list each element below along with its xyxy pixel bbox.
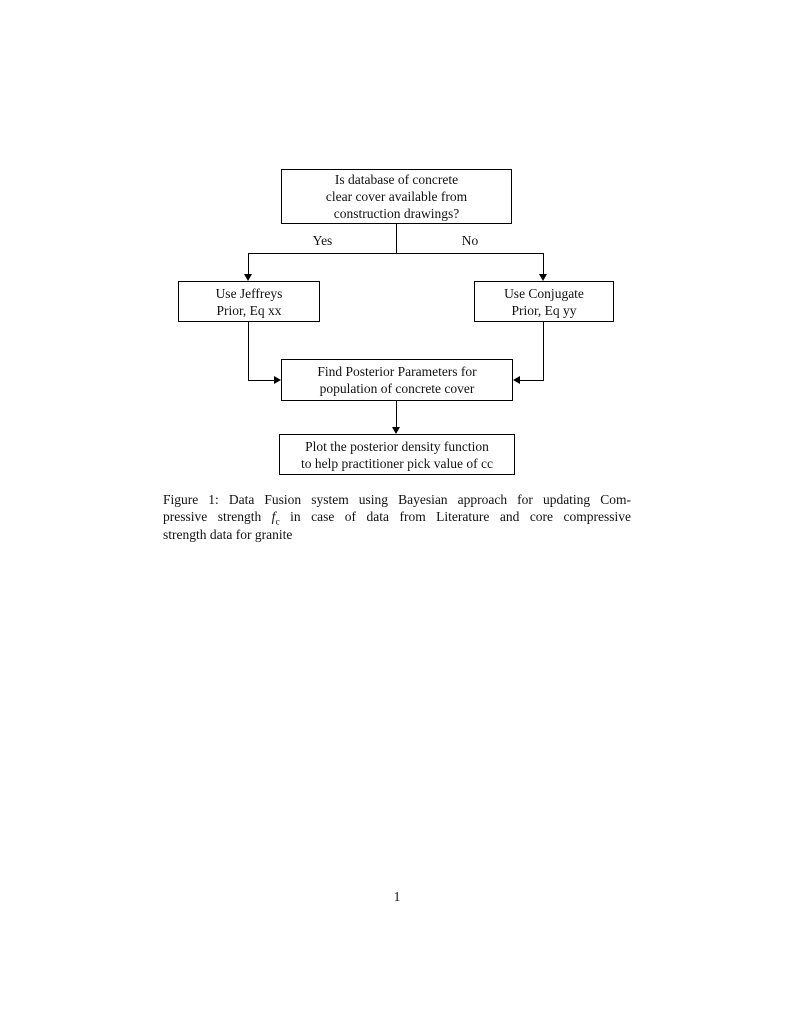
caption-line-2-post: in case of data from Literature and core… — [279, 509, 631, 525]
node-line: Use Conjugate — [504, 285, 584, 301]
math-fc: f — [271, 509, 276, 525]
node-line: construction drawings? — [333, 206, 460, 221]
node-posterior-parameters: Find Posterior Parameters for population… — [281, 359, 513, 401]
connector-jeffreys-down — [248, 322, 249, 381]
node-line: Plot the posterior density function — [305, 438, 489, 454]
connector-posterior-down — [396, 401, 397, 428]
node-line: Is database of concrete — [334, 172, 459, 187]
branch-label-no: No — [461, 233, 479, 248]
figure-caption: Figure 1: Data Fusion system using Bayes… — [163, 491, 631, 543]
down-arrowhead-icon — [539, 274, 547, 281]
node-decision: Is database of concrete clear cover avai… — [281, 169, 512, 224]
node-line: Prior, Eq xx — [216, 302, 282, 318]
connector-decision-stem — [396, 224, 397, 253]
caption-line-2-pre: pressive strength — [163, 509, 272, 525]
math-fc-subscript: c — [275, 518, 280, 529]
node-conjugate-prior: Use Conjugate Prior, Eq yy — [474, 281, 614, 322]
caption-line-2: pressive strength fc in case of data fro… — [163, 508, 631, 529]
page-number: 1 — [393, 889, 401, 904]
connector-branch-split — [248, 253, 544, 254]
connector-no-drop — [543, 253, 544, 276]
node-line: Use Jeffreys — [215, 285, 283, 301]
node-line: clear cover available from — [325, 189, 468, 204]
caption-line-1: Figure 1: Data Fusion system using Bayes… — [163, 492, 631, 507]
right-arrowhead-icon — [274, 376, 281, 384]
node-line: Find Posterior Parameters for — [317, 364, 477, 379]
caption-line-3: strength data for granite — [163, 526, 293, 542]
node-line: to help practitioner pick value of cc — [301, 455, 493, 471]
down-arrowhead-icon — [244, 274, 252, 281]
down-arrowhead-icon — [392, 427, 400, 434]
node-plot-density: Plot the posterior density function to h… — [279, 434, 515, 475]
left-arrowhead-icon — [513, 376, 520, 384]
branch-label-yes: Yes — [312, 233, 333, 248]
connector-yes-drop — [248, 253, 249, 276]
node-jeffreys-prior: Use Jeffreys Prior, Eq xx — [178, 281, 320, 322]
connector-conjugate-down — [543, 322, 544, 381]
connector-conjugate-in — [519, 380, 544, 381]
node-line: Prior, Eq yy — [511, 302, 577, 318]
node-line: population of concrete cover — [319, 381, 475, 396]
connector-jeffreys-in — [248, 380, 275, 381]
